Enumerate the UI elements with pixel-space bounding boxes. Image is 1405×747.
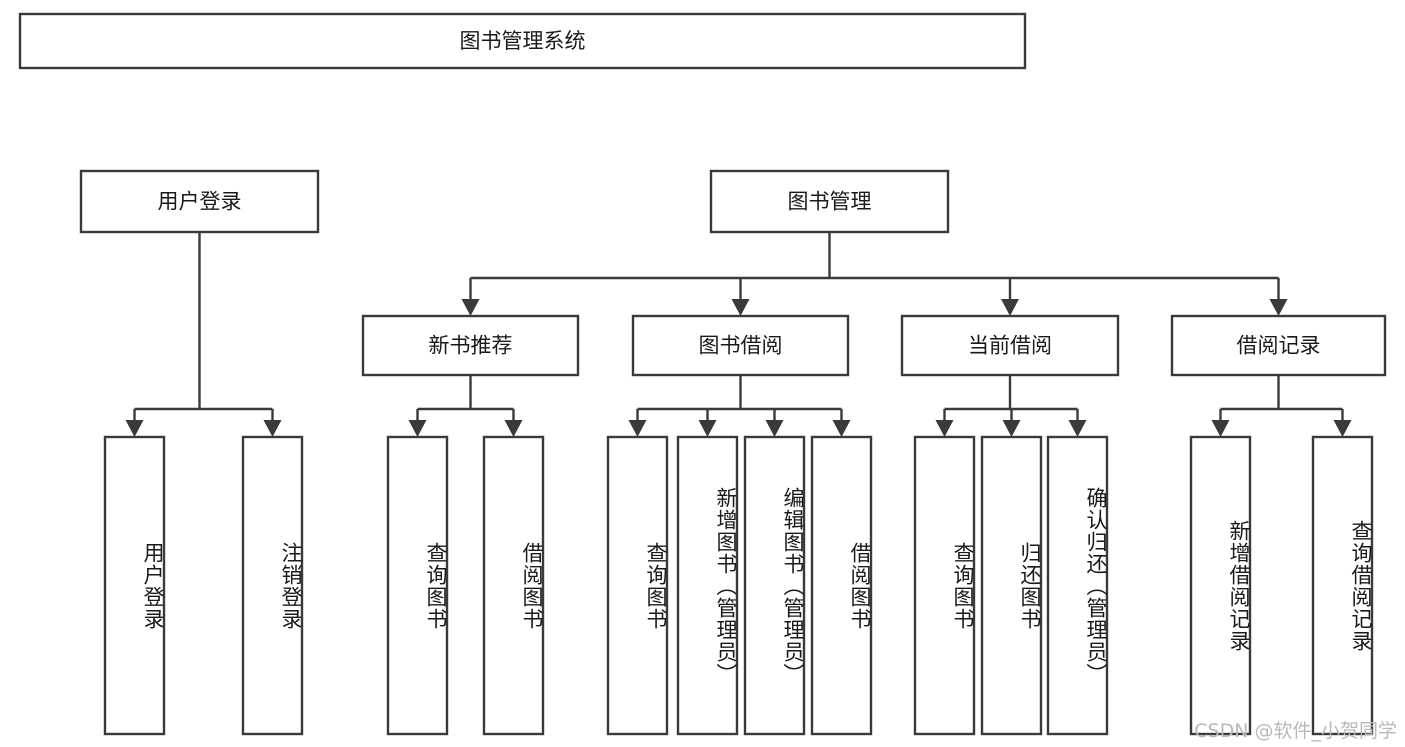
- node-label: 用户登录: [158, 190, 242, 214]
- node-bb-query-book[interactable]: [606, 435, 669, 736]
- arrow-head-icon: [1001, 299, 1019, 316]
- node-box[interactable]: [79, 169, 320, 234]
- node-box[interactable]: [1311, 435, 1374, 736]
- node-box[interactable]: [1189, 435, 1252, 736]
- node-book-borrow[interactable]: 图书借阅: [631, 314, 850, 377]
- node-box[interactable]: [631, 314, 850, 377]
- arrow-head-icon: [935, 420, 954, 437]
- node-box[interactable]: [361, 314, 580, 377]
- node-bb-edit-book[interactable]: [743, 435, 806, 736]
- node-new-book-rec[interactable]: 新书推荐: [361, 314, 580, 377]
- node-box[interactable]: [18, 12, 1027, 70]
- node-box[interactable]: [386, 435, 449, 736]
- node-root[interactable]: 图书管理系统: [18, 12, 1027, 70]
- node-label: 借阅记录: [1237, 334, 1321, 358]
- node-box[interactable]: [810, 435, 873, 736]
- node-box[interactable]: [241, 435, 304, 736]
- arrow-head-icon: [125, 420, 144, 437]
- node-bb-add-book[interactable]: [676, 435, 739, 736]
- node-box[interactable]: [913, 435, 976, 736]
- node-cb-return-book[interactable]: [980, 435, 1043, 736]
- arrow-head-icon: [1269, 299, 1288, 316]
- node-box[interactable]: [743, 435, 806, 736]
- csdn-watermark: CSDN @软件_小贺同学: [1194, 720, 1397, 742]
- arrow-head-icon: [408, 420, 427, 437]
- arrow-head-icon: [765, 420, 784, 437]
- arrow-head-icon: [1333, 420, 1352, 437]
- node-label: 当前借阅: [968, 334, 1052, 358]
- node-user-logout[interactable]: [241, 435, 304, 736]
- node-label: 图书借阅: [699, 334, 783, 358]
- arrow-head-icon: [263, 420, 282, 437]
- connector-layer: [125, 232, 1352, 437]
- node-box[interactable]: [103, 435, 166, 736]
- arrow-head-icon: [504, 420, 523, 437]
- node-box[interactable]: [900, 314, 1120, 377]
- node-box[interactable]: [1046, 435, 1109, 736]
- node-label: 图书管理: [788, 190, 872, 214]
- node-cb-query-book[interactable]: [913, 435, 976, 736]
- node-box[interactable]: [482, 435, 545, 736]
- node-user-login[interactable]: 用户登录: [79, 169, 320, 234]
- arrow-head-icon: [628, 420, 647, 437]
- arrow-head-icon: [1002, 420, 1021, 437]
- arrow-head-icon: [731, 299, 750, 316]
- node-br-add-record[interactable]: [1189, 435, 1252, 736]
- node-label: 新书推荐: [429, 334, 513, 358]
- node-current-borrow[interactable]: 当前借阅: [900, 314, 1120, 377]
- node-box[interactable]: [980, 435, 1043, 736]
- node-bb-borrow-book[interactable]: [810, 435, 873, 736]
- arrow-head-icon: [698, 420, 717, 437]
- arrow-head-icon: [832, 420, 851, 437]
- node-nbr-borrow-book[interactable]: [482, 435, 545, 736]
- arrow-head-icon: [1211, 420, 1230, 437]
- node-br-query-record[interactable]: [1311, 435, 1374, 736]
- node-box[interactable]: [709, 169, 950, 234]
- node-nbr-query-book[interactable]: [386, 435, 449, 736]
- node-book-manage[interactable]: 图书管理: [709, 169, 950, 234]
- node-user-login-do[interactable]: [103, 435, 166, 736]
- node-cb-confirm-return[interactable]: [1046, 435, 1109, 736]
- arrow-head-icon: [1068, 420, 1087, 437]
- arrow-head-icon: [461, 299, 480, 316]
- node-borrow-record[interactable]: 借阅记录: [1170, 314, 1387, 377]
- node-box[interactable]: [676, 435, 739, 736]
- node-label: 图书管理系统: [460, 29, 586, 53]
- node-box[interactable]: [1170, 314, 1387, 377]
- node-box[interactable]: [606, 435, 669, 736]
